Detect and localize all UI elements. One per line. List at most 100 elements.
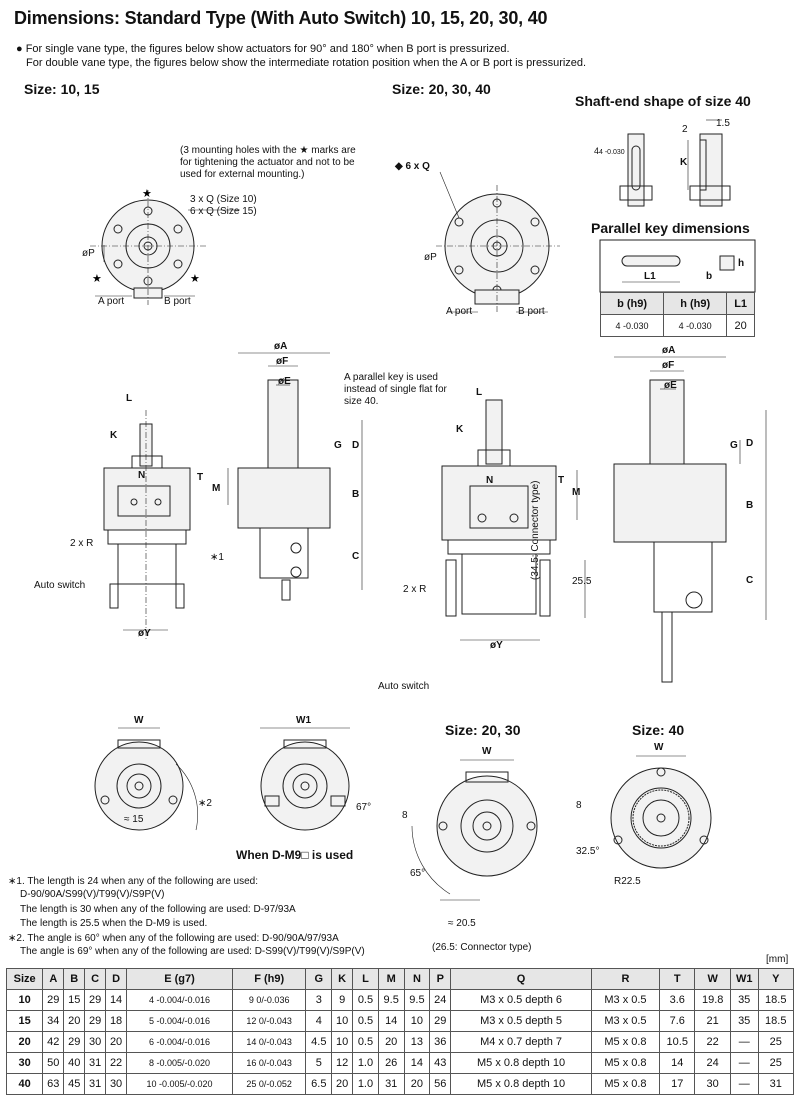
table-cell: 31 <box>84 1073 107 1095</box>
key-header-h: h (h9) <box>663 292 728 315</box>
table-cell: 4.5 <box>305 1031 333 1053</box>
star1-label: ∗1 <box>210 552 224 563</box>
table-cell: 40 <box>5 1073 44 1095</box>
table-cell: — <box>729 1031 759 1053</box>
table-cell: 13 <box>403 1031 431 1053</box>
dim-N-left: N <box>138 470 146 481</box>
dim-K-left: K <box>110 430 118 441</box>
table-cell: 16 0/-0.043 <box>231 1052 307 1074</box>
auto-switch-label: Auto switch <box>34 580 86 591</box>
page-title: Dimensions: Standard Type (With Auto Swi… <box>14 8 548 28</box>
shaft-dim-4: 44 -0.030 <box>594 146 625 156</box>
table-cell: 18 <box>105 1010 128 1032</box>
table-cell: M3 x 0.5 <box>590 989 661 1011</box>
table-cell: M3 x 0.5 <box>590 1010 661 1032</box>
dim-G-1: G <box>334 440 342 451</box>
table-cell: 7.6 <box>659 1010 696 1032</box>
table-cell: M5 x 0.8 <box>590 1073 661 1095</box>
table-cell: M5 x 0.8 <box>590 1031 661 1053</box>
table-cell: 9 0/-0.036 <box>231 989 307 1011</box>
footnote-3: The length is 30 when any of the followi… <box>20 904 296 915</box>
dim-25-5: 25.5 <box>572 576 592 587</box>
table-cell: 12 <box>331 1052 354 1074</box>
footnote-1: ∗1. The length is 24 when any of the fol… <box>8 876 259 887</box>
header-W1: W1 <box>729 968 759 990</box>
table-cell: 14 <box>659 1052 696 1074</box>
table-cell: 18.5 <box>757 1010 794 1032</box>
dim-r22-5: R22.5 <box>614 876 641 887</box>
footnote-4: The length is 25.5 when the D-M9 is used… <box>20 918 208 929</box>
header-N: N <box>403 968 431 990</box>
dim-W-3: W <box>482 746 492 757</box>
table-cell: 20 <box>63 1010 86 1032</box>
dim-phiF-1: øF <box>276 356 289 367</box>
heading-parallel-key: Parallel key dimensions <box>591 220 750 236</box>
table-cell: 6.5 <box>305 1073 333 1095</box>
dim-W1: W1 <box>296 715 311 726</box>
table-cell: 25 <box>757 1031 794 1053</box>
dim-M-left: M <box>212 483 221 494</box>
footnote-5: ∗2. The angle is 60° when any of the fol… <box>8 933 339 944</box>
table-cell: 24 <box>694 1052 731 1074</box>
dim-8-4: 8 <box>576 800 582 811</box>
table-cell: 9.5 <box>403 989 431 1011</box>
table-cell: 10 <box>403 1010 431 1032</box>
table-cell: M5 x 0.8 depth 10 <box>450 1052 592 1074</box>
table-cell: 29 <box>84 989 107 1011</box>
dim-phiA-2: øA <box>662 345 676 356</box>
table-cell: 31 <box>84 1052 107 1074</box>
when-dm9-label: When D-M9□ is used <box>236 848 354 862</box>
header-F: F (h9) <box>231 968 307 990</box>
table-cell: 19.8 <box>694 989 731 1011</box>
note-2: For double vane type, the figures below … <box>26 57 587 69</box>
table-cell: 21 <box>694 1010 731 1032</box>
key-header-L1: L1 <box>726 292 755 315</box>
table-cell: M5 x 0.8 <box>590 1052 661 1074</box>
table-cell: 20 <box>403 1073 431 1095</box>
dim-T-left: T <box>197 472 204 483</box>
header-C: C <box>84 968 107 990</box>
table-cell: 12 0/-0.043 <box>231 1010 307 1032</box>
dim-K-right: K <box>456 424 464 435</box>
table-cell: 30 <box>5 1052 44 1074</box>
table-cell: 26 <box>377 1052 405 1074</box>
b-port-label-2: B port <box>518 306 545 317</box>
star2-label: ∗2 <box>198 798 212 809</box>
table-cell: M3 x 0.5 depth 5 <box>450 1010 592 1032</box>
table-cell: 29 <box>42 989 65 1011</box>
dim-L-right: L <box>476 387 483 398</box>
a-port-label: A port <box>98 296 125 307</box>
table-cell: 29 <box>63 1031 86 1053</box>
heading-size-10-15: Size: 10, 15 <box>24 81 100 97</box>
table-cell: 8 -0.005/-0.020 <box>126 1052 233 1074</box>
header-K: K <box>331 968 354 990</box>
q-size10-label: 3 x Q (Size 10) <box>190 194 257 205</box>
table-cell: 40 <box>63 1052 86 1074</box>
table-cell: 3.6 <box>659 989 696 1011</box>
key-value-h: 4 -0.030 <box>663 314 728 337</box>
table-cell: 34 <box>42 1010 65 1032</box>
header-E: E (g7) <box>126 968 233 990</box>
dim-20-5: ≈ 20.5 <box>448 918 476 929</box>
table-cell: 6 -0.004/-0.016 <box>126 1031 233 1053</box>
connector-type-2-label: (26.5: Connector type) <box>432 942 532 953</box>
table-cell: 35 <box>729 1010 759 1032</box>
table-cell: 25 0/-0.052 <box>231 1073 307 1095</box>
header-W: W <box>694 968 731 990</box>
dim-B-2: B <box>746 500 754 511</box>
dim-C-2: C <box>746 575 754 586</box>
dim-T-right: T <box>558 475 565 486</box>
key-h-label: h <box>738 258 745 269</box>
header-A: A <box>42 968 65 990</box>
table-cell: 42 <box>42 1031 65 1053</box>
header-M: M <box>377 968 405 990</box>
